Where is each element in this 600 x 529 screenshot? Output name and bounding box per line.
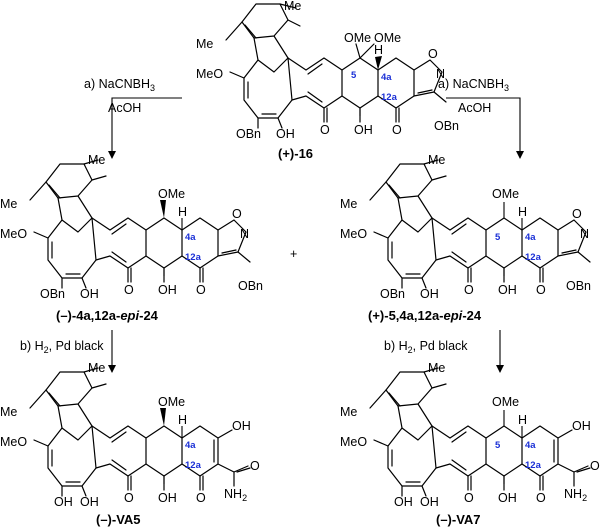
me-label: Me [340, 197, 357, 211]
oh-label: OH [498, 283, 517, 297]
reagent-b-right: b) H2, Pd black [384, 339, 468, 355]
ome-label: OMe [492, 187, 519, 201]
arrow-a-right [446, 97, 524, 159]
structure-16: Me Me MeO OMe OMe H O N OBn OBn OH O OH … [196, 0, 459, 161]
o-label: O [536, 491, 546, 505]
structure-24b: Me Me MeO OMe H O N OBn OBn OH O OH O 5 … [340, 153, 591, 323]
o-label: O [428, 47, 438, 61]
me-label: Me [428, 153, 445, 167]
oh-label: OH [80, 287, 99, 301]
meo-label: MeO [0, 435, 27, 449]
ome-label: OMe [344, 31, 371, 45]
nh2-label: NH2 [224, 487, 247, 503]
obn-label: OBn [236, 127, 261, 141]
obn-label: OBn [40, 287, 65, 301]
o-label: O [590, 459, 600, 473]
o-label: O [572, 207, 582, 221]
locant-5: 5 [495, 440, 501, 451]
obn-label: OBn [434, 119, 459, 133]
me-label: Me [196, 37, 213, 51]
o-label: O [250, 459, 260, 473]
locant-4a: 4a [381, 72, 392, 83]
o-label: O [464, 283, 474, 297]
compound-label-va7: (–)-VA7 [436, 512, 481, 527]
nh2-label: NH2 [564, 487, 587, 503]
o-label: O [536, 283, 546, 297]
h-label: H [374, 43, 383, 57]
ome-label: OMe [374, 31, 401, 45]
locant-12a: 12a [185, 252, 202, 263]
oh-label: OH [276, 127, 295, 141]
oh-label: OH [158, 283, 177, 297]
h-label: H [178, 205, 187, 219]
oh-label: OH [158, 491, 177, 505]
compound-label-24b: (+)-5,4a,12a-epi-24 [368, 308, 482, 323]
locant-12a: 12a [525, 252, 542, 263]
ome-label: OMe [158, 187, 185, 201]
h-label: H [178, 413, 187, 427]
reagent-b-left: b) H2, Pd black [20, 339, 104, 355]
locant-12a: 12a [525, 460, 542, 471]
locant-12a: 12a [185, 460, 202, 471]
o-label: O [320, 123, 330, 137]
locant-4a: 4a [185, 232, 196, 243]
oh-label: OH [354, 123, 373, 137]
n-label: N [580, 227, 589, 241]
n-label: N [240, 227, 249, 241]
reagent-a-left-line2: AcOH [108, 101, 141, 115]
me-label: Me [284, 0, 301, 13]
oh-label: OH [420, 495, 439, 509]
o-label: O [124, 491, 134, 505]
meo-label: MeO [340, 435, 367, 449]
oh-label: OH [80, 495, 99, 509]
me-label: Me [0, 405, 17, 419]
o-label: O [124, 283, 134, 297]
compound-label-24a: (–)-4a,12a-epi-24 [56, 308, 159, 323]
obn-label: OBn [380, 287, 405, 301]
locant-12a: 12a [381, 92, 398, 103]
arrow-a-left [108, 97, 182, 159]
oh-label: OH [572, 419, 591, 433]
compound-label-16: (+)-16 [278, 146, 313, 161]
o-label: O [196, 283, 206, 297]
reagent-a-right-line2: AcOH [458, 101, 491, 115]
structure-va7: Me Me MeO OMe H OH O NH2 OH OH O OH O 5 … [340, 361, 600, 527]
me-label: Me [428, 361, 445, 375]
obn-label: OBn [238, 279, 263, 293]
structure-va5: Me Me MeO OMe H OH O NH2 OH OH O OH O 4a… [0, 361, 260, 527]
structure-24a: Me Me MeO OMe H O N OBn OBn OH O OH O 4a… [0, 153, 263, 323]
oh-label: OH [498, 491, 517, 505]
oh-label: OH [420, 287, 439, 301]
reagent-a-left-line1: a) NaCNBH3 [84, 77, 155, 93]
oh-label: OH [232, 419, 251, 433]
locant-4a: 4a [185, 440, 196, 451]
compound-label-va5: (–)-VA5 [96, 512, 141, 527]
locant-4a: 4a [525, 232, 536, 243]
h-label: H [518, 413, 527, 427]
n-label: N [436, 67, 445, 81]
meo-label: MeO [196, 67, 223, 81]
me-label: Me [340, 405, 357, 419]
o-label: O [232, 207, 242, 221]
locant-5: 5 [351, 70, 357, 81]
reagent-a-right-line1: a) NaCNBH3 [438, 77, 509, 93]
locant-4a: 4a [525, 440, 536, 451]
me-label: Me [88, 361, 105, 375]
o-label: O [464, 491, 474, 505]
ome-label: OMe [492, 395, 519, 409]
me-label: Me [88, 153, 105, 167]
oh-label: OH [54, 495, 73, 509]
locant-5: 5 [495, 232, 501, 243]
meo-label: MeO [340, 227, 367, 241]
h-label: H [518, 205, 527, 219]
obn-label: OBn [566, 279, 591, 293]
plus-sign: + [290, 247, 297, 261]
me-label: Me [0, 197, 17, 211]
ome-label: OMe [158, 395, 185, 409]
meo-label: MeO [0, 227, 27, 241]
oh-label: OH [394, 495, 413, 509]
o-label: O [196, 491, 206, 505]
o-label: O [392, 123, 402, 137]
